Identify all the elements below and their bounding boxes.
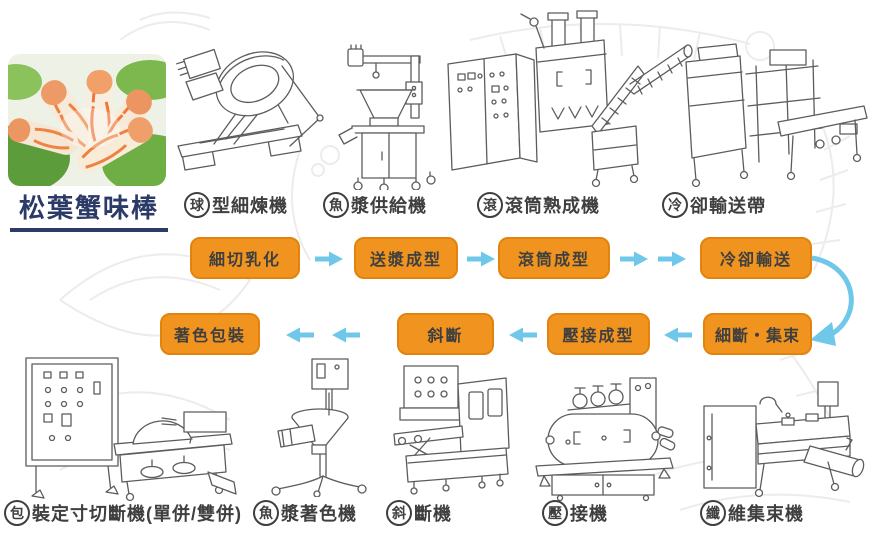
flow-arrow-left-icon: [286, 327, 314, 343]
flow-step-oblique-cut: 斜斷: [397, 313, 494, 355]
page-title: 松葉蟹味棒: [10, 188, 168, 232]
flow-arrow-curved-icon: [810, 255, 854, 346]
machine-label-press-bonding: 壓 接機: [542, 500, 608, 526]
machine-label-text: 漿著色機: [281, 504, 357, 524]
machine-press-bonding: [528, 372, 678, 502]
machine-label-ball-refiner: 球 型細煉機: [184, 192, 288, 218]
circled-char: 冷: [662, 192, 688, 218]
flow-arrow-right-icon: [620, 251, 648, 267]
machine-label-paste-coloring: 魚 漿著色機: [253, 500, 357, 526]
machine-label-text: 型細煉機: [212, 196, 288, 216]
product-photo: [8, 54, 166, 186]
circled-char: 包: [4, 500, 30, 526]
circled-char: 纖: [700, 500, 726, 526]
flow-step-fine-cut-bundle: 細斷・集束: [703, 313, 812, 355]
flow-step-press-forming: 壓接成型: [547, 313, 650, 355]
flow-step-fine-cut-emulsify: 細切乳化: [190, 237, 300, 279]
machine-paste-feeder: [332, 42, 447, 190]
flow-step-paste-forming: 送漿成型: [354, 237, 458, 279]
circled-char: 滾: [477, 192, 503, 218]
flow-arrow-right-icon: [467, 251, 495, 267]
flow-arrow-left-icon: [332, 327, 360, 343]
circled-char: 斜: [386, 500, 412, 526]
machine-ball-refiner: [168, 26, 333, 190]
machine-label-drum-aging: 滾 滾筒熟成機: [477, 192, 600, 218]
machine-label-packaging-cutter: 包 裝定寸切斷機(單併/雙併): [4, 500, 242, 526]
machine-label-text: 卻輸送帶: [690, 196, 766, 216]
flow-arrow-right-icon: [658, 251, 686, 267]
flow-arrow-left-icon: [509, 327, 537, 343]
machine-label-paste-feeder: 魚 漿供給機: [323, 192, 427, 218]
flow-arrow-right-icon: [315, 251, 343, 267]
machine-paste-coloring: [262, 355, 377, 497]
machine-cooling-conveyor: [628, 30, 868, 190]
machine-packaging-cutter: [12, 352, 237, 502]
machine-oblique-cutter: [388, 358, 513, 498]
machine-label-cooling-conveyor: 冷 卻輸送帶: [662, 192, 766, 218]
machine-label-text: 斷機: [414, 504, 452, 524]
circled-char: 魚: [323, 192, 349, 218]
machine-label-text: 維集束機: [728, 504, 804, 524]
circled-char: 壓: [542, 500, 568, 526]
machine-label-text: 滾筒熟成機: [505, 196, 600, 216]
machine-drum-aging: [440, 6, 645, 191]
flow-step-drum-forming: 滾筒成型: [498, 237, 610, 279]
flow-step-coloring-packaging: 著色包裝: [160, 313, 260, 355]
circled-char: 球: [184, 192, 210, 218]
machine-label-text: 漿供給機: [351, 196, 427, 216]
machine-label-text: 裝定寸切斷機(單併/雙併): [32, 504, 242, 524]
machine-label-fiber-bundling: 纖 維集束機: [700, 500, 804, 526]
machine-label-oblique-cutter: 斜 斷機: [386, 500, 452, 526]
machine-label-text: 接機: [570, 504, 608, 524]
circled-char: 魚: [253, 500, 279, 526]
flow-arrow-left-icon: [664, 327, 692, 343]
machine-fiber-bundling: [698, 380, 868, 498]
flow-step-cooling-transport: 冷卻輸送: [700, 237, 812, 279]
